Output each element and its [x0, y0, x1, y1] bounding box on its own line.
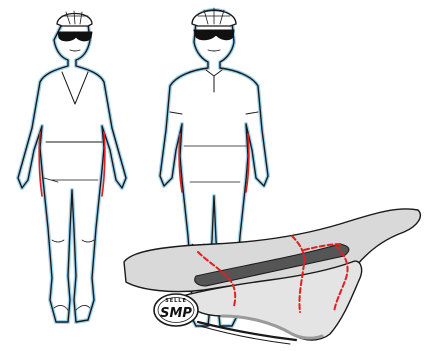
logo-brand-main: SMP — [160, 306, 192, 321]
saddle-illustration: SELLE SMP — [124, 209, 420, 344]
female-sunglasses — [58, 32, 92, 41]
male-sunglasses — [194, 30, 234, 40]
logo-brand-top: SELLE — [165, 298, 187, 304]
female-body-outline — [18, 15, 126, 322]
female-glow-outline — [18, 15, 126, 322]
selle-smp-logo: SELLE SMP — [154, 294, 198, 326]
female-cyclist-figure — [18, 11, 126, 322]
